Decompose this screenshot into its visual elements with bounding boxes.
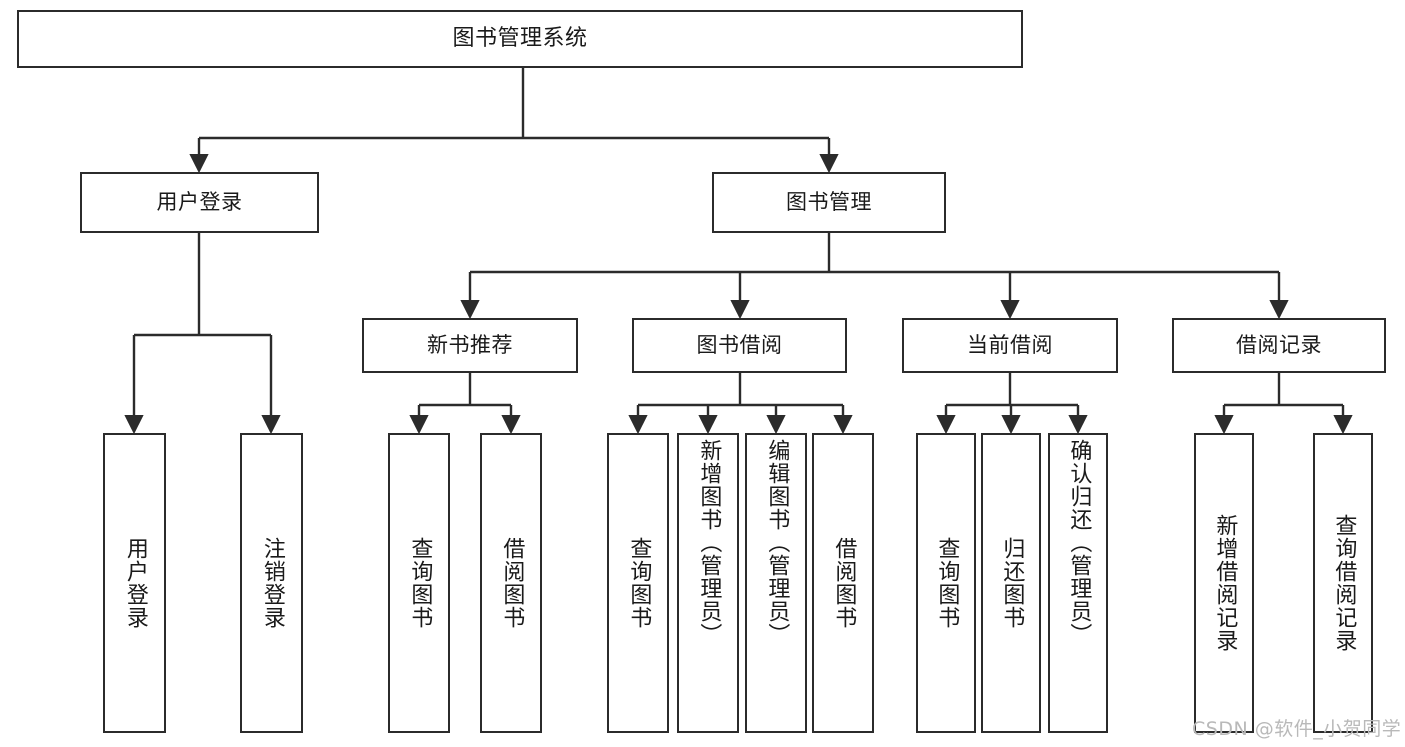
node-book-manage[interactable]: 图书管理 <box>712 172 946 233</box>
node-current-borrow-label: 当前借阅 <box>967 333 1053 357</box>
node-leaf-add-record[interactable]: 新增借阅记录 <box>1194 433 1254 733</box>
node-borrow-record-label: 借阅记录 <box>1236 333 1322 357</box>
node-leaf-query-record[interactable]: 查询借阅记录 <box>1313 433 1373 733</box>
node-leaf-add-book[interactable]: 新增图书（管理员） <box>677 433 739 733</box>
node-leaf-edit-book[interactable]: 编辑图书（管理员） <box>745 433 807 733</box>
node-leaf-user-logout[interactable]: 注销登录 <box>240 433 303 733</box>
node-leaf-user-login-label: 用户登录 <box>122 537 148 629</box>
node-book-borrow[interactable]: 图书借阅 <box>632 318 847 373</box>
node-leaf-query-book-1[interactable]: 查询图书 <box>388 433 450 733</box>
node-leaf-query-book-2-label: 查询图书 <box>626 537 652 629</box>
node-user-login[interactable]: 用户登录 <box>80 172 319 233</box>
node-leaf-borrow-book-1[interactable]: 借阅图书 <box>480 433 542 733</box>
node-new-book-rec-label: 新书推荐 <box>427 333 513 357</box>
node-leaf-query-book-1-label: 查询图书 <box>407 537 433 629</box>
node-root-title[interactable]: 图书管理系统 <box>17 10 1023 68</box>
node-leaf-edit-book-label: 编辑图书（管理员） <box>764 439 790 646</box>
node-current-borrow[interactable]: 当前借阅 <box>902 318 1118 373</box>
node-leaf-query-book-3[interactable]: 查询图书 <box>916 433 976 733</box>
node-new-book-rec[interactable]: 新书推荐 <box>362 318 578 373</box>
node-leaf-add-book-label: 新增图书（管理员） <box>696 439 722 646</box>
node-leaf-borrow-book-2[interactable]: 借阅图书 <box>812 433 874 733</box>
node-leaf-query-record-label: 查询借阅记录 <box>1331 514 1357 652</box>
node-leaf-borrow-book-1-label: 借阅图书 <box>499 537 525 629</box>
node-leaf-confirm-return-label: 确认归还（管理员） <box>1066 439 1092 646</box>
node-leaf-return-book[interactable]: 归还图书 <box>981 433 1041 733</box>
node-root-label: 图书管理系统 <box>452 26 588 51</box>
node-leaf-return-book-label: 归还图书 <box>999 537 1025 629</box>
node-borrow-record[interactable]: 借阅记录 <box>1172 318 1386 373</box>
node-leaf-user-login[interactable]: 用户登录 <box>103 433 166 733</box>
node-book-manage-label: 图书管理 <box>786 190 872 214</box>
node-book-borrow-label: 图书借阅 <box>696 333 783 357</box>
node-leaf-confirm-return[interactable]: 确认归还（管理员） <box>1048 433 1108 733</box>
node-leaf-user-logout-label: 注销登录 <box>259 537 285 629</box>
node-leaf-query-book-3-label: 查询图书 <box>934 537 960 629</box>
node-leaf-query-book-2[interactable]: 查询图书 <box>607 433 669 733</box>
node-leaf-borrow-book-2-label: 借阅图书 <box>831 537 857 629</box>
node-user-login-label: 用户登录 <box>156 190 243 214</box>
node-leaf-add-record-label: 新增借阅记录 <box>1212 514 1238 652</box>
